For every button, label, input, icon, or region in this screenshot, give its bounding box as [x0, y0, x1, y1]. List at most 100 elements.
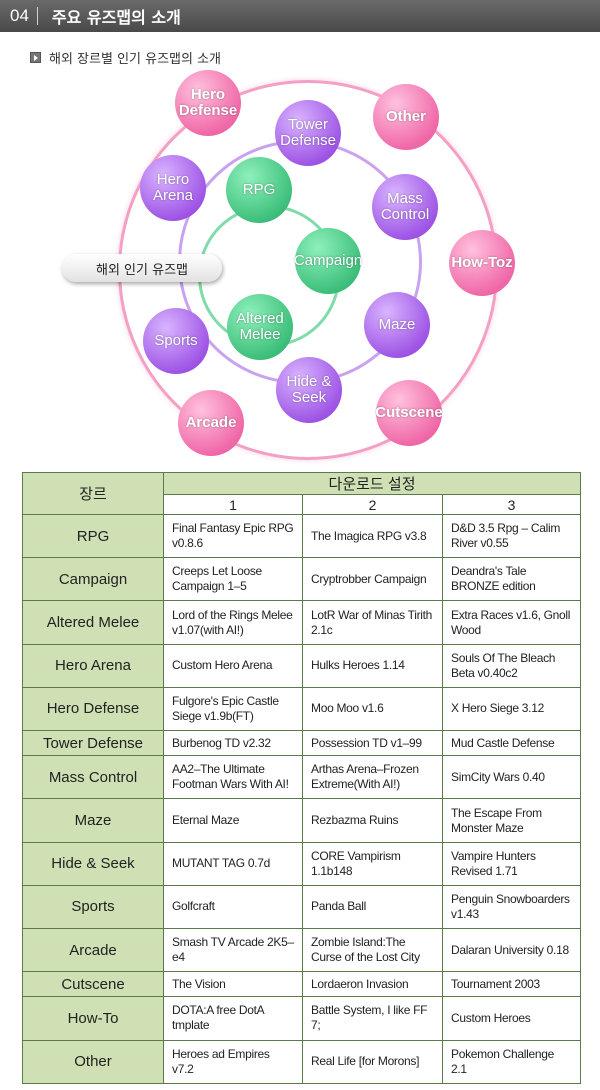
map-cell: DOTA:A free DotA tmplate — [163, 996, 303, 1041]
map-cell: Dalaran University 0.18 — [441, 928, 582, 973]
map-cell: Lordaeron Invasion — [302, 971, 443, 998]
subheading: 해외 장르별 인기 유즈맵의 소개 — [30, 48, 221, 67]
map-cell: Vampire Hunters Revised 1.71 — [441, 841, 582, 886]
node-other: Other — [373, 84, 439, 150]
map-cell: Moo Moo v1.6 — [302, 686, 443, 732]
genre-cell: Hero Arena — [22, 643, 164, 688]
column-header-3: 3 — [441, 494, 582, 515]
node-rpg: RPG — [226, 157, 292, 223]
node-sports: Sports — [143, 308, 209, 374]
node-mass-control: Mass Control — [372, 174, 438, 240]
map-cell: Custom Hero Arena — [163, 643, 303, 688]
node-hero-defense: Hero Defense — [175, 70, 241, 136]
bullet-icon — [30, 52, 41, 63]
map-cell: LotR War of Minas Tirith 2.1c — [302, 600, 443, 645]
map-cell: Tournament 2003 — [441, 971, 582, 998]
map-cell: Extra Races v1.6, Gnoll Wood — [441, 600, 582, 645]
genre-cell: Other — [22, 1039, 164, 1085]
genre-cell: Sports — [22, 884, 164, 930]
map-cell: Creeps Let Loose Campaign 1–5 — [163, 557, 303, 602]
map-cell: Panda Ball — [302, 884, 443, 930]
download-header: 다운로드 설정 — [162, 472, 582, 495]
section-number: 04 — [10, 6, 29, 25]
map-cell: Golfcraft — [163, 884, 303, 930]
section-title: 주요 유즈맵의 소개 — [51, 8, 181, 27]
map-cell: D&D 3.5 Rpg – Calim River v0.55 — [441, 513, 582, 559]
genre-cell: Arcade — [22, 928, 164, 973]
genre-cell: Campaign — [22, 557, 164, 602]
genre-cell: RPG — [22, 513, 164, 559]
map-cell: Rezbazma Ruins — [302, 798, 443, 843]
map-cell: CORE Vampirism 1.1b148 — [302, 841, 443, 886]
map-cell: Pokemon Challenge 2.1 — [441, 1039, 582, 1085]
genre-cell: Hero Defense — [22, 686, 164, 732]
map-cell: Battle System, I like FF 7; — [302, 996, 443, 1041]
node-arcade: Arcade — [178, 390, 244, 456]
subheading-text: 해외 장르별 인기 유즈맵의 소개 — [49, 52, 222, 67]
map-cell: Mud Castle Defense — [441, 730, 582, 757]
node-maze: Maze — [364, 292, 430, 358]
map-cell: Final Fantasy Epic RPG v0.8.6 — [163, 513, 303, 559]
map-cell: The Imagica RPG v3.8 — [302, 513, 443, 559]
map-cell: Heroes ad Empires v7.2 — [163, 1039, 303, 1085]
map-cell: Custom Heroes — [441, 996, 582, 1041]
node-hide-and-seek: Hide & Seek — [276, 357, 342, 423]
map-cell: AA2–The Ultimate Footman Wars With AI! — [163, 755, 303, 800]
map-cell: Lord of the Rings Melee v1.07(with AI!) — [163, 600, 303, 645]
map-cell: Souls Of The Bleach Beta v0.40c2 — [441, 643, 582, 688]
node-tower-defense: Tower Defense — [275, 100, 341, 166]
map-cell: Penguin Snowboarders v1.43 — [441, 884, 582, 930]
map-cell: Fulgore's Epic Castle Siege v1.9b(FT) — [163, 686, 303, 732]
map-cell: Smash TV Arcade 2K5–e4 — [163, 928, 303, 973]
genre-cell: Altered Melee — [22, 600, 164, 645]
map-cell: Real Life [for Morons] — [302, 1039, 443, 1085]
map-cell: Deandra's Tale BRONZE edition — [441, 557, 582, 602]
map-cell: SimCity Wars 0.40 — [441, 755, 582, 800]
genre-cell: How-To — [22, 996, 164, 1041]
map-cell: X Hero Siege 3.12 — [441, 686, 582, 732]
node-cutscene: Cutscene — [375, 380, 443, 446]
node-campaign: Campaign — [294, 228, 362, 294]
column-header-1: 1 — [163, 494, 303, 515]
map-cell: Burbenog TD v2.32 — [163, 730, 303, 757]
map-cell: MUTANT TAG 0.7d — [163, 841, 303, 886]
genre-cell: Mass Control — [22, 755, 164, 800]
map-cell: Zombie Island:The Curse of the Lost City — [302, 928, 443, 973]
map-cell: The Vision — [163, 971, 303, 998]
section-header: 04 주요 유즈맵의 소개 — [0, 0, 600, 32]
genre-cell: Tower Defense — [22, 730, 164, 757]
genre-cell: Cutscene — [22, 971, 164, 998]
node-hero-arena: Hero Arena — [140, 155, 206, 221]
center-label: 해외 인기 유즈맵 — [62, 254, 222, 282]
header-divider — [36, 7, 38, 25]
genre-cell: Hide & Seek — [22, 841, 164, 886]
node-how-toz: How-Toz — [449, 230, 515, 296]
map-cell: Possession TD v1–99 — [302, 730, 443, 757]
map-cell: Cryptrobber Campaign — [302, 557, 443, 602]
map-cell: Hulks Heroes 1.14 — [302, 643, 443, 688]
node-altered-melee: Altered Melee — [227, 294, 293, 360]
map-cell: Arthas Arena–Frozen Extreme(With AI!) — [302, 755, 443, 800]
genre-header: 장르 — [22, 472, 164, 515]
genre-cell: Maze — [22, 798, 164, 843]
genre-diagram: 해외 인기 유즈맵 RPG Campaign Altered Melee Her… — [0, 70, 600, 465]
column-header-2: 2 — [302, 494, 443, 515]
map-cell: Eternal Maze — [163, 798, 303, 843]
map-cell: The Escape From Monster Maze — [441, 798, 582, 843]
